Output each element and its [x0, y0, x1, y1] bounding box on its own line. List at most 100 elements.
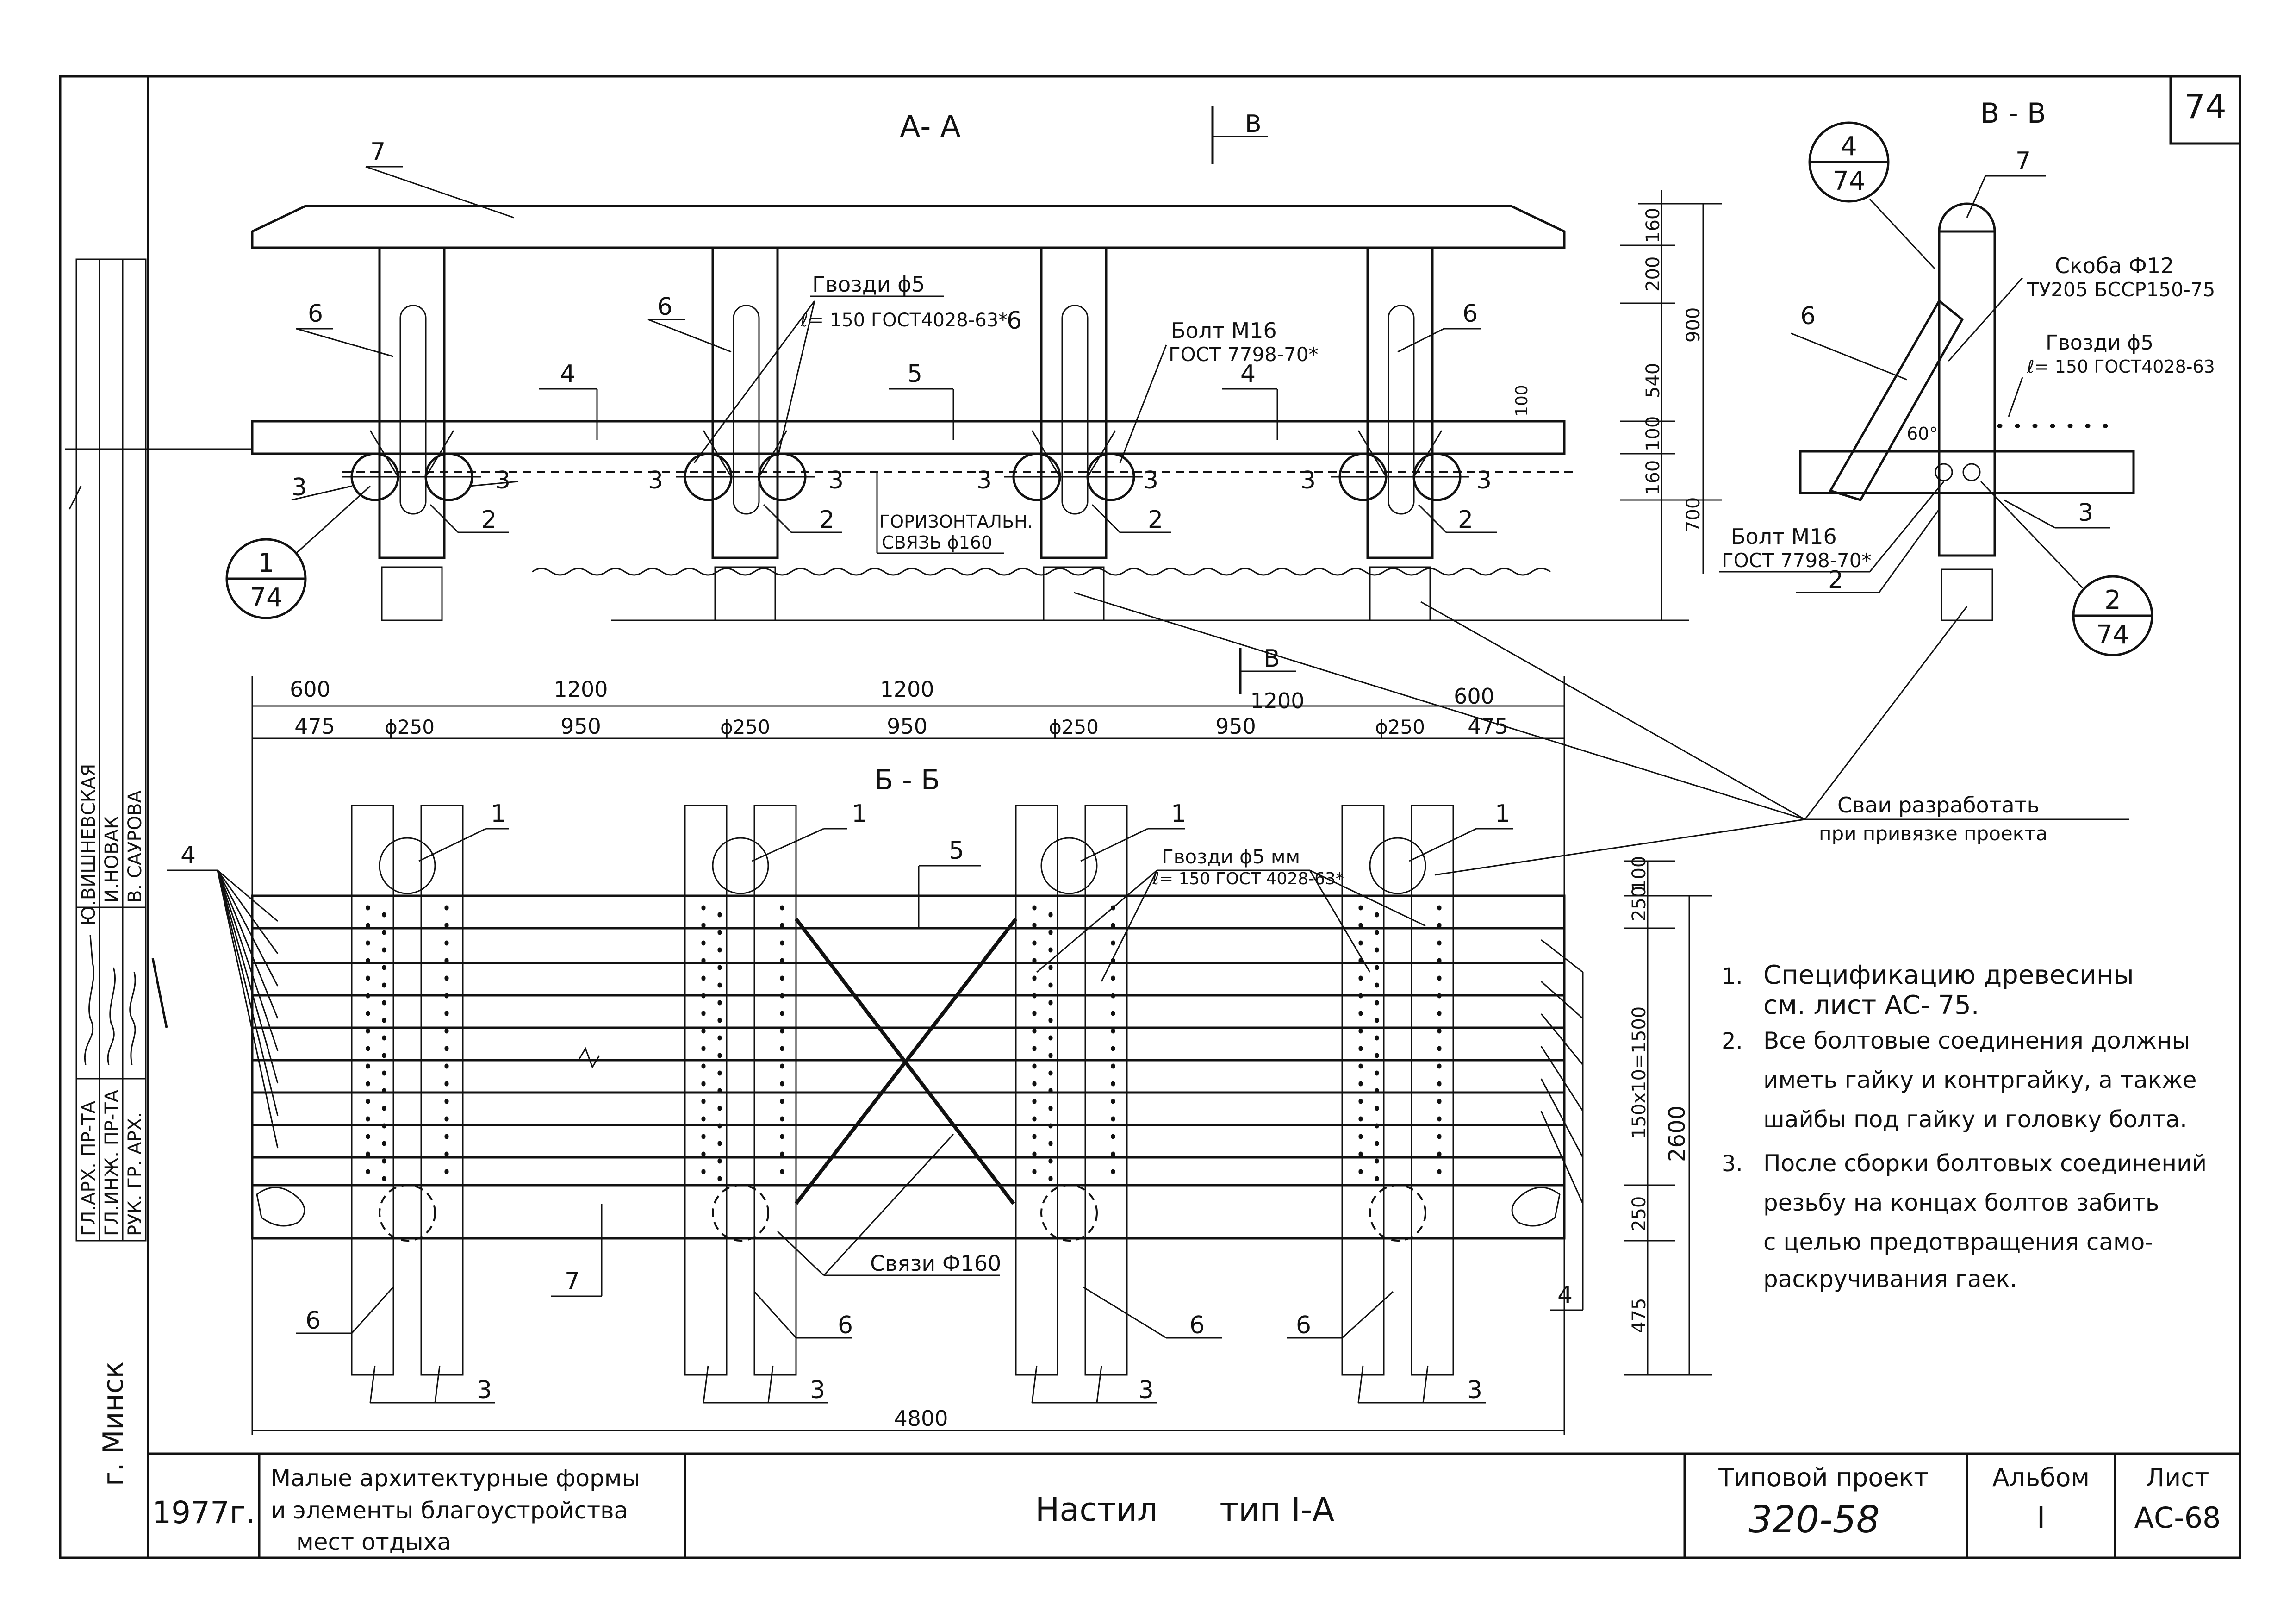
nail-rows — [366, 905, 1442, 1185]
name-saurova: В. САУРОВА — [124, 790, 146, 903]
pile-group-4 — [1331, 246, 1469, 621]
note-3-num: 3. — [1722, 1151, 1743, 1177]
dim-d250-1: ϕ250 — [385, 716, 435, 738]
aa-part-3g: 3 — [1300, 467, 1316, 494]
aa-part-4b: 4 — [1240, 360, 1256, 388]
bb-part-6b: 6 — [838, 1312, 853, 1339]
bb-part-6d: 6 — [1296, 1312, 1311, 1339]
aa-part-2b: 2 — [819, 506, 834, 534]
vv-deck-cap — [1938, 202, 1996, 232]
vv-part-2: 2 — [1828, 566, 1843, 594]
dim-950-2: 950 — [887, 714, 927, 739]
dim-475-left: 475 — [294, 714, 335, 739]
plan-piles — [379, 837, 1426, 1242]
year-label: 1977г. — [152, 1495, 255, 1530]
bb-part-7: 7 — [565, 1268, 580, 1295]
note-1-line-2: см. лист АС- 75. — [1763, 990, 1979, 1020]
detail-ref-1-num: 1 — [258, 548, 274, 578]
album-label: Альбом — [1992, 1463, 2090, 1492]
bb-part-4-right: 4 — [1557, 1281, 1573, 1309]
note-2-line-2: иметь гайку и контргайку, а также — [1763, 1067, 2197, 1093]
piles-callout: Сваи разработать при привязке проекта — [1073, 592, 2129, 876]
section-aa-title: А- А — [900, 110, 961, 144]
aa-part-6c: 6 — [1007, 307, 1022, 335]
bb-part-6c: 6 — [1189, 1312, 1205, 1339]
vv-angle: 60° — [1907, 424, 1938, 444]
description-line-2: и элементы благоустройства — [271, 1497, 628, 1524]
bb-part-4-left: 4 — [180, 842, 196, 869]
aa-part-3e: 3 — [977, 467, 992, 494]
signature-3 — [129, 972, 136, 1065]
section-vv-title: В - В — [1980, 97, 2046, 130]
ground-line — [532, 568, 1551, 576]
section-bb-title: Б - Б — [874, 764, 940, 796]
vv-bracket-spec: ТУ205 БССР150-75 — [2027, 278, 2215, 301]
dim-bb-250-bottom: 250 — [1629, 1196, 1650, 1231]
vv-bolt-label: Болт М16 — [1731, 524, 1837, 549]
dim-600-left: 600 — [290, 677, 330, 702]
dim-1200-c: 1200 — [1250, 688, 1304, 713]
vv-beam — [1799, 450, 2135, 494]
bb-part-1d: 1 — [1495, 800, 1510, 828]
dim-bb-250-top: 250 — [1629, 886, 1650, 921]
dim-bb-100: 100 — [1629, 856, 1650, 891]
bb-part-3d: 3 — [1467, 1376, 1482, 1404]
aa-part-6a: 6 — [308, 300, 323, 328]
section-aa: А- А В — [65, 106, 1722, 621]
dim-540: 540 — [1643, 363, 1664, 398]
sheet-frame — [59, 75, 2241, 1559]
aa-part-6b: 6 — [657, 293, 672, 321]
aa-vertical-dims: 160 200 540 100 160 900 700 — [1620, 190, 1722, 620]
vv-brace — [1829, 299, 1964, 501]
role-group-lead: РУК. ГР. АРХ. — [124, 1112, 146, 1236]
aa-bolt-label: Болт М16 — [1171, 318, 1277, 343]
dim-bb-planks: 150х10=1500 — [1629, 1006, 1650, 1139]
aa-part-3f: 3 — [1143, 467, 1158, 494]
note-3-line-3: с целью предотвращения само- — [1763, 1229, 2153, 1255]
title-block — [258, 1454, 2116, 1558]
aa-part-3c: 3 — [648, 467, 663, 494]
pile-group-1 — [342, 246, 481, 621]
dim-160-top: 160 — [1643, 208, 1664, 243]
bb-part-5: 5 — [949, 837, 964, 865]
detail-ref-1-sheet: 74 — [249, 583, 282, 613]
project-number: 320-58 — [1748, 1498, 1879, 1541]
dim-950-3: 950 — [1215, 714, 1256, 739]
aa-nails-label: Гвозди ϕ5 — [812, 272, 925, 297]
aa-tie-spec: СВЯЗЬ ϕ160 — [882, 532, 992, 553]
aa-part-3a: 3 — [292, 474, 307, 501]
role-chief-engineer: ГЛ.ИНЖ. ПР-ТА — [101, 1089, 123, 1236]
dim-4800: 4800 — [894, 1406, 948, 1431]
piles-line-2: при привязке проекта — [1819, 822, 2047, 845]
dim-d250-2: ϕ250 — [720, 716, 770, 738]
aa-part3-labels: 3 3 3 3 3 3 3 3 — [291, 467, 1492, 501]
sheet-code: АС-68 — [2134, 1501, 2221, 1535]
section-vv: В - В 60° 7 6 3 2 Скоба Ф12 ТУ205 БССР15… — [1719, 97, 2215, 656]
dim-100: 100 — [1643, 416, 1664, 451]
vv-part-7: 7 — [2016, 147, 2031, 175]
note-2-line-1: Все болтовые соединения должны — [1763, 1027, 2190, 1054]
aa-tie-label: ГОРИЗОНТАЛЬН. — [879, 512, 1033, 532]
bb-part-3b: 3 — [810, 1376, 825, 1404]
dim-1200-b: 1200 — [880, 677, 934, 702]
album-number: I — [2037, 1501, 2046, 1535]
plan-beams — [351, 805, 1454, 1376]
bb-vertical-dims: 100 250 150х10=1500 250 475 2600 — [1624, 856, 1712, 1376]
approval-stamp: ГЛ.АРХ. ПР-ТА ГЛ.ИНЖ. ПР-ТА РУК. ГР. АРХ… — [68, 258, 168, 1242]
vv-pile — [1938, 230, 1996, 557]
aa-nails-spec: ℓ= 150 ГОСТ4028-63* — [800, 310, 1008, 331]
dim-200: 200 — [1643, 256, 1664, 292]
dim-bb-2600: 2600 — [1664, 1106, 1690, 1162]
name-vishnevskaya: Ю.ВИШНЕВСКАЯ — [78, 764, 100, 926]
dim-100-small: 100 — [1512, 385, 1531, 417]
bb-part-1c: 1 — [1171, 800, 1186, 828]
bb-part-3c: 3 — [1139, 1376, 1154, 1404]
aa-part-3d: 3 — [828, 467, 844, 494]
cut-mark-v-top: В — [1245, 110, 1262, 138]
vv-nails-spec: ℓ= 150 ГОСТ4028-63 — [2027, 356, 2215, 377]
description-line-1: Малые архитектурные формы — [271, 1465, 640, 1492]
general-notes: 1. Спецификацию древесины см. лист АС- 7… — [1722, 960, 2207, 1293]
detail-ref-2-sheet: 74 — [2096, 620, 2129, 650]
deck-planks — [251, 894, 1566, 1240]
bb-part-6a: 6 — [305, 1307, 321, 1335]
